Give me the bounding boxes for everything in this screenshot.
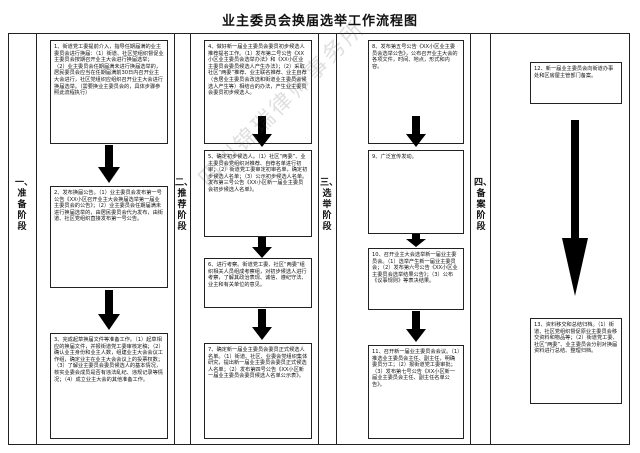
- divider-line: [174, 33, 175, 445]
- arrow-down-icon: [98, 290, 120, 330]
- step-1-box: 1、街道党工委提前介入，指导任期届满的业主委员会进行换届：（1）街道、社区党组织…: [50, 40, 168, 144]
- arrow-down-icon: [252, 116, 272, 147]
- arrow-down-icon: [406, 311, 426, 342]
- divider-line: [336, 33, 337, 445]
- arrow-down-icon: [406, 116, 426, 147]
- step-11-box: 11、召开新一届业主委员会会议。（1）推选业主委员会主任、副主任，明确委员分工；…: [368, 345, 464, 439]
- step-7-box: 7、确定新一届业主委员会委员正式候选人名单。（1）街道、社区、业委会党组织集体研…: [204, 343, 312, 439]
- step-9-box: 9、广泛宣传发动。: [368, 150, 464, 234]
- arrow-down-icon: [252, 309, 272, 340]
- arrow-down-icon: [406, 234, 426, 247]
- divider-line: [36, 33, 37, 445]
- stage-label-recommendation: 二、推荐阶段: [175, 178, 194, 232]
- step-10-box: 10、召开业主大会选举新一届业主委员会。（1）选举产生新一届业主委员会；（2）发…: [368, 248, 464, 310]
- stage-label-preparation: 一、准备阶段: [15, 178, 34, 232]
- arrow-down-icon: [252, 237, 272, 258]
- step-6-box: 6、进行考察。街道党工委、社区“两委”组织相关人员组成考察组，对初步候选人进行考…: [204, 258, 312, 308]
- arrow-down-icon: [562, 120, 588, 296]
- step-5-box: 5、确定初步候选人。（1）社区“两委”、业主委员会党组织对推荐、自荐名单进行初审…: [204, 150, 312, 237]
- divider-line: [470, 33, 471, 445]
- step-12-box: 12、新一届业主委员会向街道办事处和区房屋主管部门备案。: [530, 62, 622, 104]
- stage-label-election: 三、选举阶段: [320, 178, 339, 232]
- stage-label-filing: 四、备案阶段: [474, 178, 493, 232]
- divider-line: [490, 33, 491, 445]
- divider-line: [318, 33, 319, 445]
- step-3-box: 3、完成起草换届文件等准备工作。（1）起草相应的换届文件，并报街道党工委审核定稿…: [50, 333, 168, 439]
- divider-line: [190, 33, 191, 445]
- page-title: 业主委员会换届选举工作流程图: [221, 14, 418, 29]
- step-2-box: 2、发布换届公告。（1）业主委员会发布第一号公告《XX小区召开业主大会换届选举第…: [50, 186, 168, 288]
- step-13-box: 13、资料移交和总结归档。（1）街道、社区党组织督促原业主委员会移交资料和物品等…: [530, 318, 622, 404]
- flowchart-frame: [8, 33, 630, 445]
- arrow-down-icon: [98, 145, 120, 183]
